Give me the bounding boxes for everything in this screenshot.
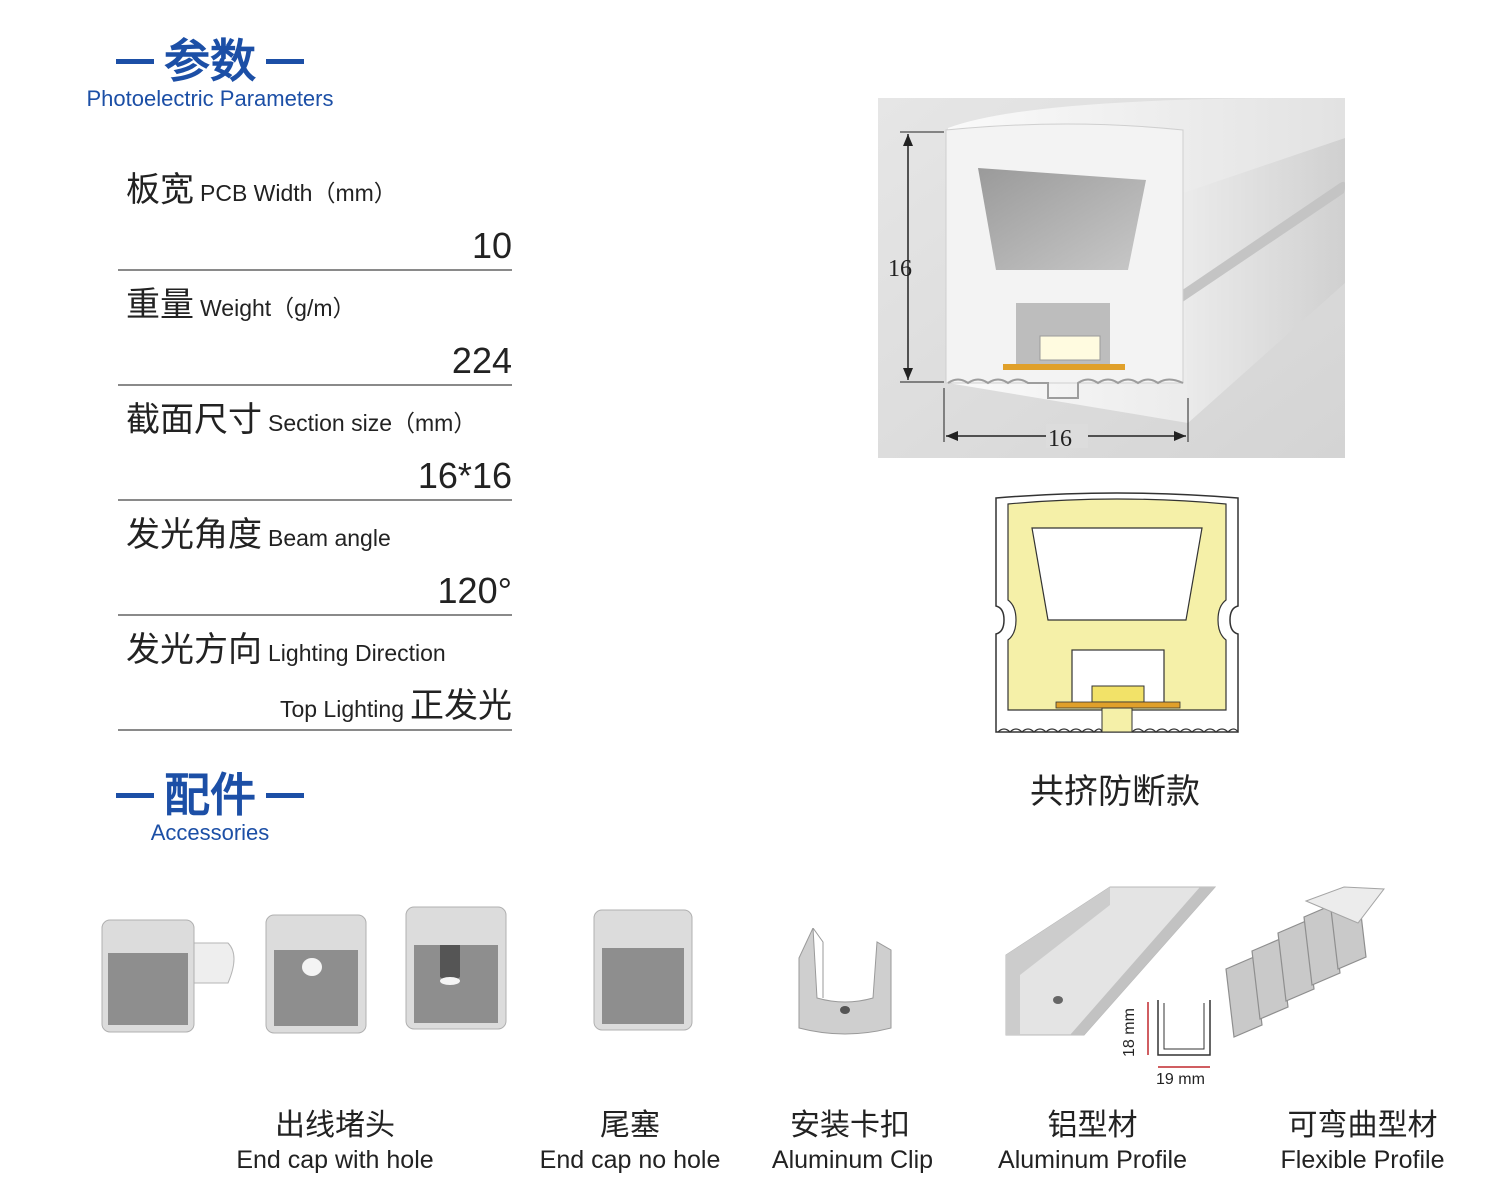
title-dash-right	[266, 792, 304, 798]
param-value-zh: 正发光	[410, 686, 512, 726]
end-cap-round-hole	[265, 914, 367, 1034]
profile-side-groove	[1178, 181, 1345, 303]
height-dimension-label: 16	[888, 256, 912, 282]
param-value: 120°	[437, 570, 512, 611]
led-chip-icon	[1039, 335, 1101, 361]
accessories-title-text: 配件	[164, 768, 256, 822]
accessory-name-zh: 尾塞	[600, 1108, 660, 1143]
param-value: 10	[471, 225, 512, 266]
arrow-down-icon	[903, 368, 913, 380]
neon-cross-section-diagram	[995, 492, 1239, 733]
accessories-section-header: 配件 Accessories	[60, 770, 360, 846]
accessory-name-en: Flexible Profile	[1280, 1146, 1445, 1174]
flexible-profile-image	[1225, 886, 1385, 1038]
accessory-name-zh: 可弯曲型材	[1287, 1108, 1438, 1143]
end-cap-with-hole-image	[101, 906, 507, 1034]
end-cap-top-hole	[405, 906, 507, 1030]
accessory-name-zh: 安装卡扣	[790, 1108, 910, 1143]
end-cap-side-outlet	[101, 919, 235, 1033]
param-label-en: Beam angle	[268, 525, 391, 551]
profile-section-drawing	[1157, 1000, 1211, 1056]
arrow-left-icon	[946, 431, 958, 441]
param-value: 16*16	[417, 455, 512, 496]
aluminum-profile-image: 18 mm 19 mm	[1005, 886, 1217, 1088]
base-stem	[1101, 707, 1133, 733]
led-chip-icon	[1091, 685, 1145, 703]
hole-icon	[440, 945, 460, 981]
serrated-base	[997, 728, 1239, 733]
profile-width-label: 19 mm	[1156, 1071, 1205, 1088]
param-label-zh: 发光方向	[126, 630, 262, 670]
accessory-name-en: End cap no hole	[539, 1146, 721, 1174]
params-section-subtitle: Photoelectric Parameters	[86, 86, 334, 111]
arrow-right-icon	[1174, 431, 1186, 441]
param-label-en: Lighting Direction	[268, 640, 446, 666]
aluminum-clip-image	[798, 928, 892, 1035]
param-label-zh: 发光角度	[126, 515, 262, 555]
params-section-header: 参数 Photoelectric Parameters	[60, 36, 360, 112]
param-value-en: Top Lighting	[279, 696, 404, 722]
screw-hole-icon	[840, 1006, 850, 1014]
pcb-strip	[1003, 364, 1125, 370]
dimension-label-backdrop	[1046, 424, 1088, 448]
params-title-text: 参数	[164, 34, 256, 88]
title-dash-right	[266, 58, 304, 64]
accessory-name-en: Aluminum Clip	[771, 1146, 934, 1174]
title-dash-left	[116, 792, 154, 798]
accessory-name-en: Aluminum Profile	[998, 1146, 1187, 1174]
width-dimension-label: 16	[1048, 426, 1072, 452]
accessory-name-zh: 出线堵头	[275, 1108, 395, 1143]
param-label-en: Section size（mm）	[268, 410, 477, 436]
end-cap-no-hole-image	[593, 909, 693, 1031]
param-label-zh: 板宽	[126, 170, 194, 210]
param-label-en: PCB Width（mm）	[200, 180, 397, 206]
accessories-section-title: 配件	[60, 770, 360, 820]
hollow-cavity	[978, 168, 1146, 270]
figure-caption: 共挤防断款	[1030, 772, 1200, 812]
params-section-title: 参数	[60, 36, 360, 86]
accessory-name-en: End cap with hole	[236, 1146, 434, 1174]
param-label-en: Weight（g/m）	[200, 295, 356, 321]
arrow-up-icon	[903, 134, 913, 146]
param-value: 224	[451, 340, 512, 381]
screw-hole-icon	[1053, 996, 1063, 1004]
hollow-cavity	[1031, 527, 1203, 621]
profile-height-label: 18 mm	[1121, 1008, 1138, 1057]
accessory-name-zh: 铝型材	[1047, 1108, 1138, 1143]
serrated-base	[947, 378, 1184, 399]
title-dash-left	[116, 58, 154, 64]
accessories-section-subtitle: Accessories	[150, 820, 270, 845]
param-label-zh: 截面尺寸	[126, 400, 262, 440]
param-label-zh: 重量	[126, 285, 194, 325]
pcb-strip	[1055, 701, 1181, 709]
neon-profile-3d-render: 16 16	[878, 98, 1345, 458]
hole-icon	[302, 958, 322, 976]
